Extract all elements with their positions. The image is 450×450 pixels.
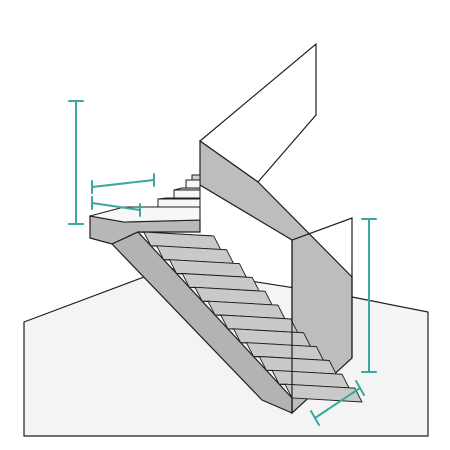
dimension-tick xyxy=(355,380,365,396)
riser xyxy=(284,383,363,403)
dimension-lines xyxy=(68,100,377,426)
railing-outline xyxy=(291,217,353,413)
dimension-tick xyxy=(310,410,320,426)
dimension-width-bottom xyxy=(314,387,361,419)
upper-flight xyxy=(157,174,201,208)
dimension-tread-lower xyxy=(91,202,141,211)
dimension-tread-upper xyxy=(91,179,155,188)
upper-step xyxy=(157,198,201,208)
landing-top xyxy=(89,206,201,223)
upper-step xyxy=(173,189,201,199)
upper-step xyxy=(185,179,201,189)
lower-flight xyxy=(137,231,363,403)
upper-step xyxy=(191,174,201,181)
